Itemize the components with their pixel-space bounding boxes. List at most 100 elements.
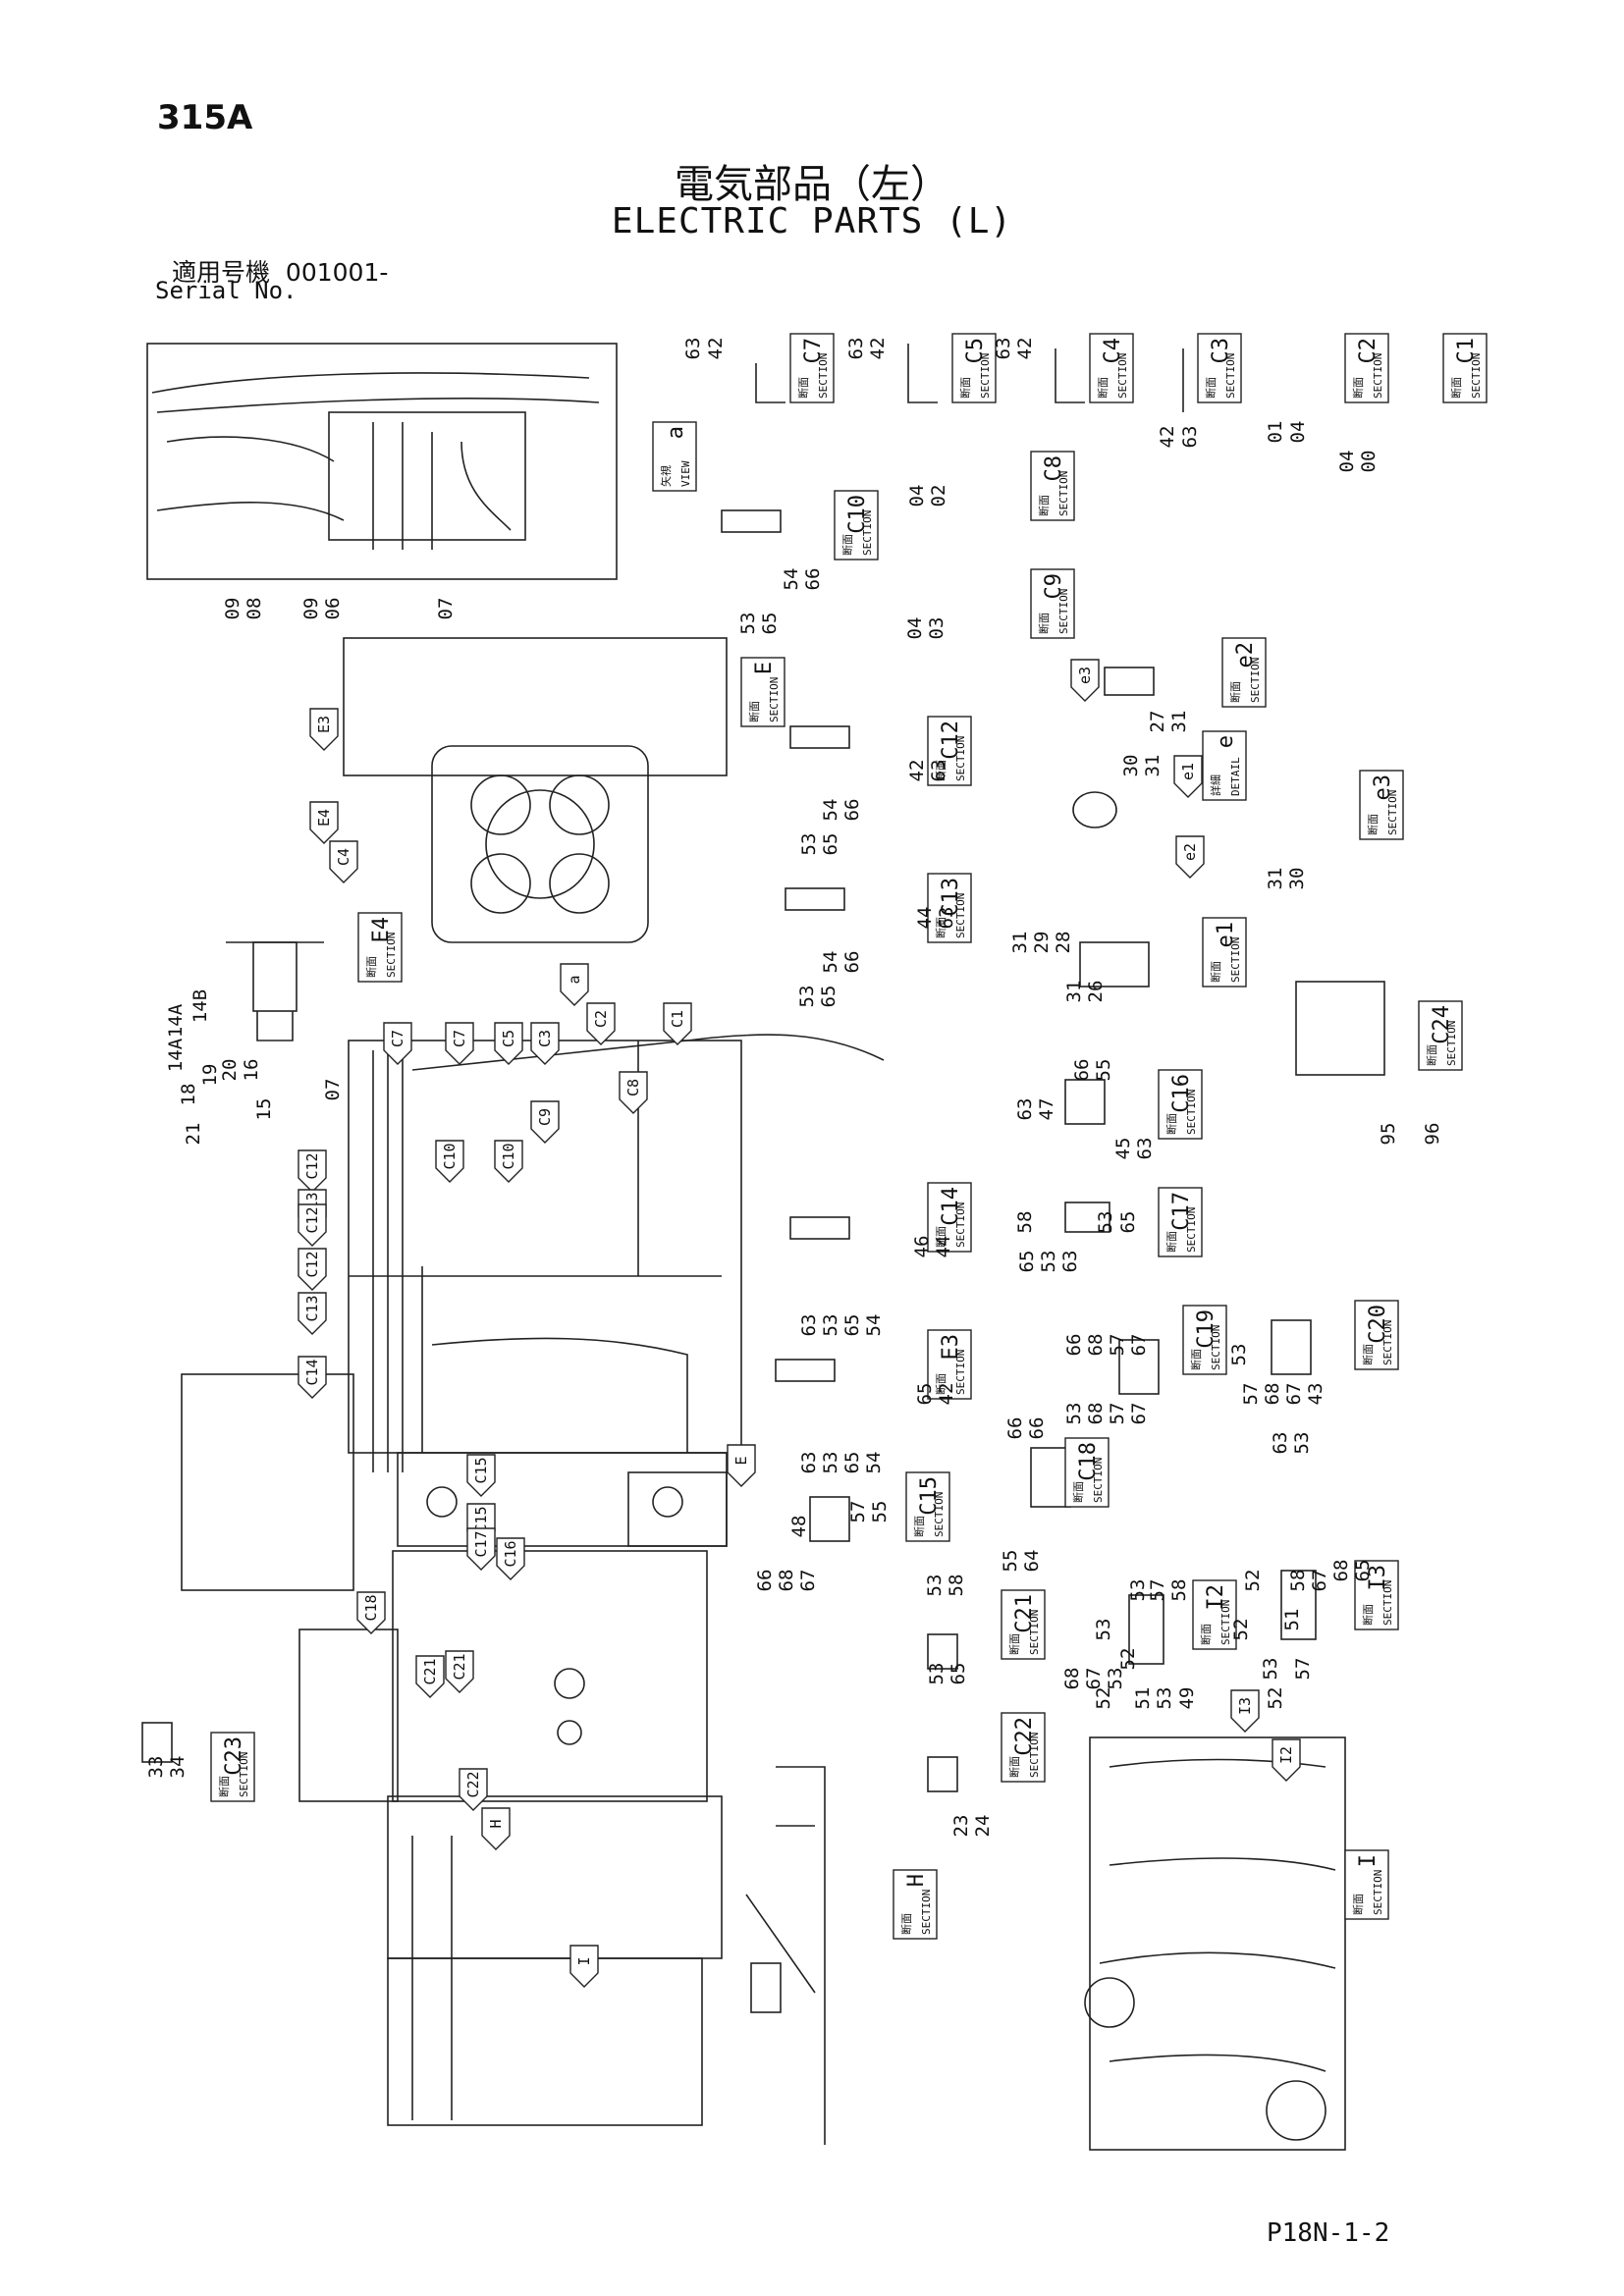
section-box-label: C4 <box>1101 338 1125 364</box>
c19-part <box>1118 1339 1160 1395</box>
view-arrow-c15: C15 <box>466 1454 496 1497</box>
callout-number: 53 <box>1291 1432 1313 1455</box>
view-arrow-c13: C13 <box>298 1292 327 1335</box>
callout-number: 64 <box>1021 1550 1043 1573</box>
callout-number: 31 <box>1142 755 1164 777</box>
section-box-kind-jp: 断面 <box>958 377 972 399</box>
section-box-kind: SECTION <box>1229 937 1242 983</box>
section-box-kind-jp: 断面 <box>934 1226 947 1248</box>
section-box-label: C24 <box>1430 1005 1454 1044</box>
callout-number: 53 <box>820 1452 841 1474</box>
section-box-frame <box>1001 1712 1046 1783</box>
callout-number: 63 <box>1014 1098 1036 1121</box>
view-arrow-c18: C18 <box>356 1591 386 1634</box>
section-box-label: C12 <box>939 721 963 760</box>
callout-number: 65 <box>759 613 781 635</box>
callout-number: 58 <box>1014 1211 1036 1234</box>
callout-number: 68 <box>1061 1668 1083 1690</box>
section-box-kind-jp: 断面 <box>1209 961 1222 983</box>
callout-number: 03 <box>926 617 947 640</box>
view-arrow-c1: C1 <box>663 1002 692 1045</box>
view-arrow-c4: C4 <box>329 840 358 883</box>
section-box-kind-jp: 断面 <box>1096 377 1110 399</box>
callout-number: 63 <box>798 1314 820 1337</box>
section-box-kind-jp: 断面 <box>796 377 810 399</box>
callout-number: 18 <box>178 1084 199 1106</box>
callout-number: 23 <box>950 1815 972 1838</box>
arrow-shape <box>494 1140 523 1183</box>
view-arrow-c9: C9 <box>530 1100 560 1144</box>
callout-number: 53 <box>1093 1619 1114 1641</box>
section-box-kind: SECTION <box>1372 353 1384 399</box>
arrow-label: C17 <box>472 1530 490 1557</box>
arrow-label: C8 <box>624 1079 642 1096</box>
section-box-label: C19 <box>1194 1309 1218 1349</box>
callout-number: 42 <box>936 1383 957 1406</box>
main-harness-vertical <box>372 1050 404 1472</box>
callout-number: 54 <box>863 1452 885 1474</box>
callout-number: 49 <box>1176 1687 1198 1710</box>
section-box-kind: SECTION <box>1445 1021 1458 1066</box>
callout-number: 63 <box>1059 1251 1081 1273</box>
c21-part <box>927 1633 958 1670</box>
section-box-kind-jp: 断面 <box>934 1373 947 1395</box>
callout-number: 16 <box>241 1059 262 1082</box>
arrow-shape <box>1272 1738 1301 1782</box>
callout-number: 31 <box>1063 981 1085 1003</box>
arrow-shape <box>569 1945 599 1988</box>
section-box-kind: SECTION <box>768 677 781 722</box>
callout-number: 66 <box>1004 1417 1026 1440</box>
main-harness-mid <box>431 1337 688 1453</box>
title-japanese: 電気部品（左） <box>675 162 949 207</box>
arrow-label: C15 <box>472 1457 490 1483</box>
callout-number: 04 <box>904 617 926 640</box>
arrow-label: C5 <box>500 1030 517 1047</box>
arrow-label: E4 <box>315 809 333 827</box>
callout-number: 43 <box>1305 1383 1326 1406</box>
arrow-shape <box>356 1591 386 1634</box>
callout-number: 53 <box>1038 1251 1059 1273</box>
arrow-shape <box>298 1203 327 1247</box>
callout-number: 54 <box>863 1314 885 1337</box>
callout-number: 66 <box>1063 1334 1085 1357</box>
section-box-label: C8 <box>1042 455 1066 482</box>
callout-number: 57 <box>1147 1579 1168 1602</box>
callout-number: 68 <box>776 1570 797 1592</box>
callout-number: 68 <box>1262 1383 1283 1406</box>
callout-number: 63 <box>682 338 704 360</box>
section-h-lines <box>745 1766 826 2145</box>
view-arrow-e2: e2 <box>1175 835 1205 879</box>
gear-circle <box>549 853 610 914</box>
section-box-label: C1 <box>1454 338 1479 364</box>
section-box-kind: SECTION <box>385 933 398 978</box>
engine-detail <box>1084 1977 1135 2028</box>
callout-number: 28 <box>1053 932 1074 954</box>
callout-number: 30 <box>1286 868 1308 890</box>
section-box-label: C3 <box>1209 338 1233 364</box>
section-box-kind: SECTION <box>1470 353 1483 399</box>
callout-number: 51 <box>1132 1687 1154 1710</box>
view-arrow-i: I <box>569 1945 599 1988</box>
section-box-kind-jp: 断面 <box>1449 377 1463 399</box>
callout-number: 53 <box>1154 1687 1175 1710</box>
callout-number: 19 <box>199 1064 221 1087</box>
callout-number: 57 <box>1107 1403 1128 1425</box>
section-box-label: e1 <box>1214 922 1238 948</box>
view-arrow-c12: C12 <box>298 1149 327 1193</box>
callout-number: 52 <box>1265 1687 1286 1710</box>
view-arrow-c3: C3 <box>530 1022 560 1065</box>
view-arrow-a: a <box>560 963 589 1006</box>
arrow-label: C7 <box>389 1030 406 1047</box>
callout-number: 14A <box>165 1038 187 1072</box>
section-box-frame <box>740 657 785 727</box>
callout-number: 57 <box>847 1501 869 1523</box>
